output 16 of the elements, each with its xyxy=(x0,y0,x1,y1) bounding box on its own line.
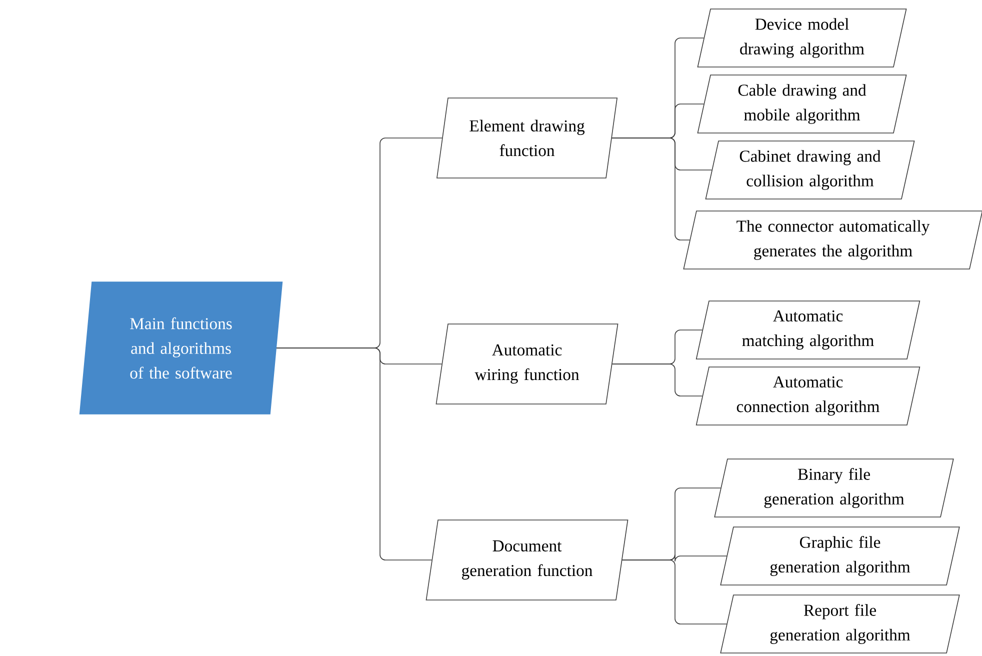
algorithm-parallelogram: Graphic file generation algorithm xyxy=(720,526,960,586)
tree-connector xyxy=(622,560,728,624)
algorithm-parallelogram: Binary file generation algorithm xyxy=(714,458,954,518)
algorithm-parallelogram: Cable drawing and mobile algorithm xyxy=(697,74,907,134)
algorithm-parallelogram: Automatic matching algorithm xyxy=(696,300,920,360)
algorithm-parallelogram: The connector automatically generates the algorithm xyxy=(683,210,982,270)
function-parallelogram: Document generation function xyxy=(426,520,628,600)
tree-connector xyxy=(612,364,703,396)
function-parallelogram: Automatic wiring function xyxy=(436,324,618,404)
algorithm-parallelogram: Cabinet drawing and collision algorithm xyxy=(705,140,915,200)
algorithm-parallelogram: Device model drawing algorithm xyxy=(697,8,907,68)
algorithm-parallelogram: Report file generation algorithm xyxy=(720,594,960,654)
main-parallelogram: Main functions and algorithms of the software xyxy=(79,282,283,414)
tree-connector xyxy=(276,348,432,560)
algorithm-parallelogram: Automatic connection algorithm xyxy=(696,366,920,426)
tree-connector xyxy=(612,138,690,240)
